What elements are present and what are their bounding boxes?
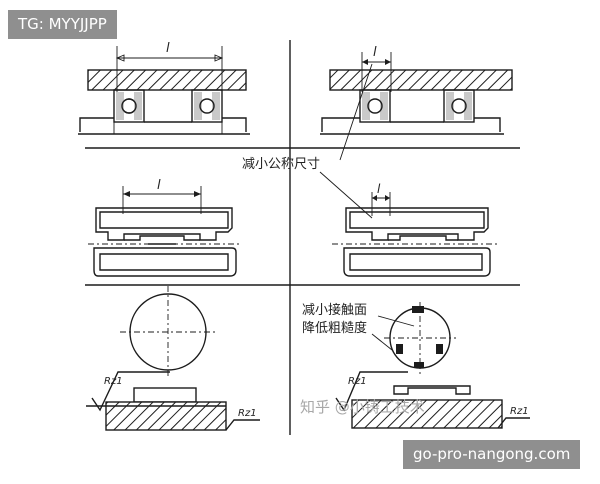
dimension-label-l: l (373, 45, 377, 60)
bearing-right (191, 89, 223, 123)
lower-base (93, 247, 237, 277)
roughness-label: Rz1 (104, 376, 123, 387)
panel-contact-full: Rz1 Rz1 (86, 286, 260, 431)
leader-line-2 (319, 171, 373, 219)
dimension-label-l: l (157, 178, 161, 193)
leader-line (339, 63, 373, 161)
roughness-symbol-side (225, 419, 260, 431)
grid-dividers (85, 40, 520, 435)
relief-slot (414, 362, 424, 368)
housing-wall (329, 69, 513, 91)
base-plate (351, 399, 503, 429)
label-reduce-contact-line1: 减小接触面 (302, 302, 367, 318)
roughness-symbol-side (497, 417, 530, 429)
contact-block (133, 387, 197, 403)
relief-slot (412, 306, 424, 313)
relieved-contact-block (393, 385, 471, 395)
housing-wall (87, 69, 247, 91)
dimension-label-l: l (377, 182, 381, 196)
roughness-symbol-top (335, 371, 408, 412)
bearing-left (359, 89, 391, 123)
lower-base (343, 247, 491, 277)
roughness-label: Rz1 (510, 406, 529, 417)
panel-contact-reduced: 减小接触面 降低粗糙度 Rz1 Rz1 (302, 302, 530, 429)
roughness-symbol-top (91, 371, 170, 412)
watermark-badge-bottom-right: go-pro-nangong.com (403, 440, 581, 469)
panel-bearings-short-span: l (320, 45, 513, 161)
panel-seat-long-span: l (88, 178, 240, 277)
bearing-left (113, 89, 145, 123)
shaft (79, 117, 114, 132)
watermark-badge-top-left: TG: MYYJJPP (8, 10, 117, 39)
relief-slot (396, 344, 403, 354)
upper-block (345, 207, 489, 241)
bearing-right (443, 89, 475, 123)
label-reduce-contact-line2: 降低粗糙度 (302, 320, 367, 336)
panel-seat-short-span: l (332, 182, 500, 277)
watermark-zhihu: 知乎 @小铸工技术 (300, 398, 425, 416)
label-reduce-nominal-size: 减小公称尺寸 (242, 157, 320, 172)
relief-slot (436, 344, 443, 354)
panel-bearings-long-span: l (78, 41, 250, 135)
dimension-label-l: l (166, 41, 170, 56)
roughness-label: Rz1 (238, 408, 257, 419)
roughness-label: Rz1 (348, 376, 367, 387)
upper-block (95, 207, 233, 241)
shaft (321, 117, 360, 132)
